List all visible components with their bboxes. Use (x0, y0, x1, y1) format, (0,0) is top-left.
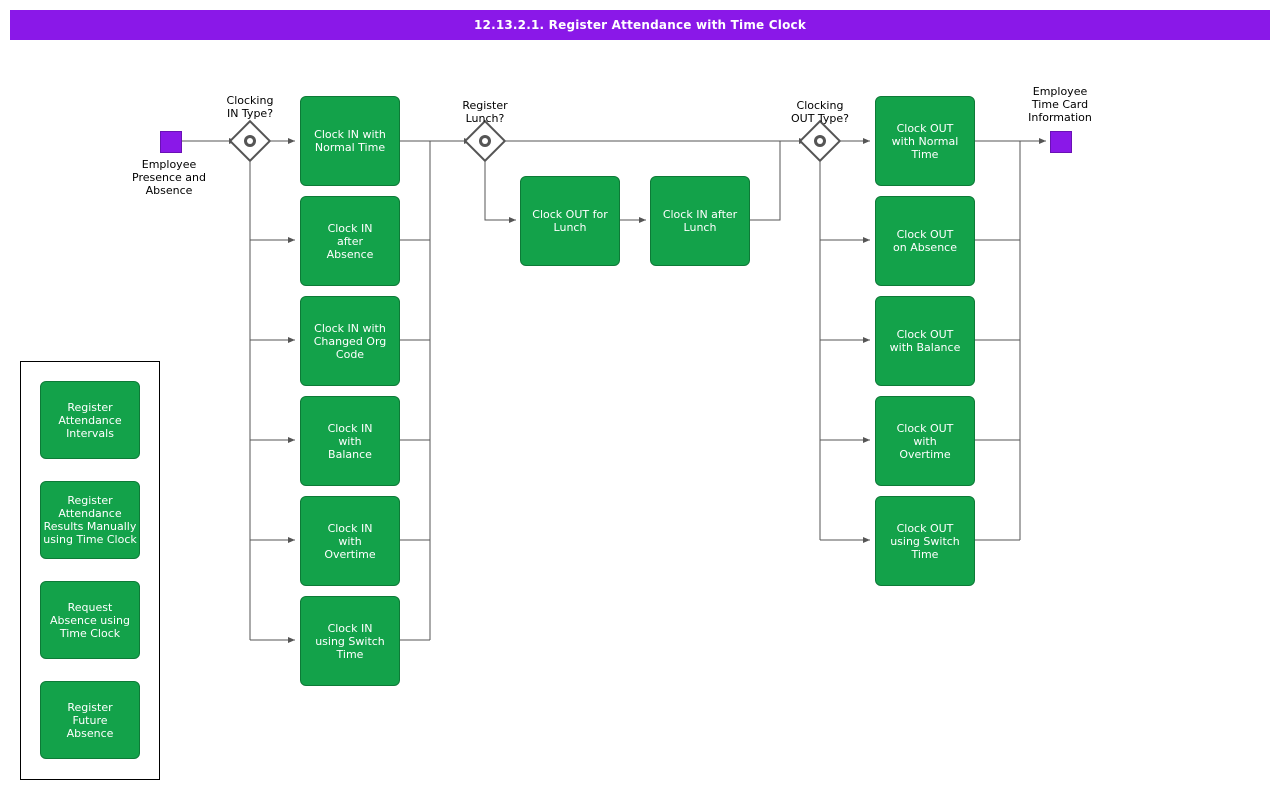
gateway-clocking-out-type (798, 119, 842, 163)
legend-node-register-future-absence[interactable]: Register Future Absence (40, 681, 140, 759)
node-clock-out-with-normal-time[interactable]: Clock OUT with Normal Time (875, 96, 975, 186)
node-label: Clock OUT using Switch Time (890, 521, 960, 561)
node-clock-out-with-overtime[interactable]: Clock OUT with Overtime (875, 396, 975, 486)
node-clock-out-on-absence[interactable]: Clock OUT on Absence (875, 196, 975, 286)
gateway-clocking-in-type-label: Clocking IN Type? (226, 94, 274, 120)
node-label: Clock OUT with Normal Time (891, 121, 959, 161)
node-clock-out-using-switch-time[interactable]: Clock OUT using Switch Time (875, 496, 975, 586)
node-clock-in-after-absence[interactable]: Clock IN after Absence (300, 196, 400, 286)
node-clock-out-with-balance[interactable]: Clock OUT with Balance (875, 296, 975, 386)
page-title: 12.13.2.1. Register Attendance with Time… (10, 10, 1270, 40)
node-clock-in-with-changed-org-code[interactable]: Clock IN with Changed Org Code (300, 296, 400, 386)
node-label: Request Absence using Time Clock (49, 600, 130, 640)
node-label: Register Attendance Intervals (58, 400, 122, 440)
node-clock-in-with-balance[interactable]: Clock IN with Balance (300, 396, 400, 486)
node-label: Clock IN after Absence (326, 221, 374, 261)
node-label: Clock IN after Lunch (662, 208, 738, 234)
node-clock-in-with-overtime[interactable]: Clock IN with Overtime (300, 496, 400, 586)
legend-node-request-absence-using-time-clock[interactable]: Request Absence using Time Clock (40, 581, 140, 659)
start-terminator-caption: Employee Presence and Absence (132, 158, 206, 197)
gateway-clocking-in-type (228, 119, 272, 163)
node-label: Clock IN with Normal Time (314, 128, 386, 154)
end-terminator-caption: Employee Time Card Information (1028, 85, 1092, 124)
node-label: Clock OUT for Lunch (532, 208, 608, 234)
node-clock-in-with-normal-time[interactable]: Clock IN with Normal Time (300, 96, 400, 186)
node-label: Clock OUT on Absence (893, 228, 957, 254)
legend-node-register-attendance-intervals[interactable]: Register Attendance Intervals (40, 381, 140, 459)
node-label: Clock IN with Overtime (324, 521, 376, 561)
gateway-register-lunch (463, 119, 507, 163)
start-terminator[interactable] (160, 131, 182, 153)
node-label: Clock IN with Balance (327, 421, 373, 461)
node-label: Register Future Absence (66, 700, 114, 740)
legend-node-register-attendance-results-manually[interactable]: Register Attendance Results Manually usi… (40, 481, 140, 559)
node-clock-in-after-lunch[interactable]: Clock IN after Lunch (650, 176, 750, 266)
node-label: Clock IN with Changed Org Code (313, 321, 387, 361)
node-label: Clock OUT with Overtime (896, 421, 954, 461)
node-clock-in-using-switch-time[interactable]: Clock IN using Switch Time (300, 596, 400, 686)
node-label: Register Attendance Results Manually usi… (43, 494, 137, 546)
node-clock-out-for-lunch[interactable]: Clock OUT for Lunch (520, 176, 620, 266)
node-label: Clock IN using Switch Time (315, 621, 385, 661)
gateway-clocking-out-type-label: Clocking OUT Type? (790, 99, 850, 125)
end-terminator[interactable] (1050, 131, 1072, 153)
gateway-register-lunch-label: Register Lunch? (462, 99, 508, 125)
node-label: Clock OUT with Balance (889, 328, 961, 354)
